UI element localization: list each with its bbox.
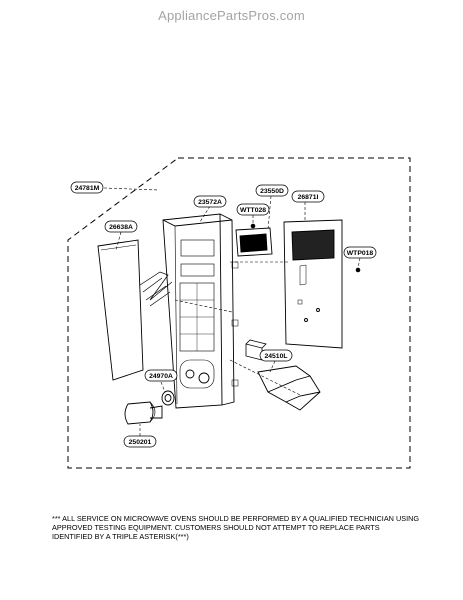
button-part[interactable]: [124, 401, 163, 425]
svg-text:250201: 250201: [129, 439, 152, 446]
callout-pcb: 26871I: [291, 190, 325, 203]
callout-knob: 24970A: [144, 369, 178, 382]
window-part[interactable]: [235, 227, 273, 257]
ribbon-cable: [139, 271, 173, 307]
lever-part[interactable]: [257, 365, 321, 411]
callout-window: 23550D: [255, 184, 289, 197]
svg-text:23550D: 23550D: [260, 188, 284, 195]
assembly-boundary: [67, 157, 411, 469]
svg-text:WTT028: WTT028: [240, 207, 266, 214]
svg-text:WTP018: WTP018: [347, 250, 374, 257]
svg-text:24970A: 24970A: [149, 373, 173, 380]
callout-assembly: 24781M: [70, 181, 104, 194]
svg-text:26871I: 26871I: [298, 194, 319, 201]
svg-text:23572A: 23572A: [198, 199, 222, 206]
screw-part[interactable]: [250, 223, 256, 229]
leader-lines: [103, 187, 361, 436]
callout-button: 250201: [123, 435, 157, 448]
callout-screw-1: WTT028: [236, 203, 270, 216]
service-warning-note: *** ALL SERVICE ON MICROWAVE OVENS SHOUL…: [52, 514, 420, 541]
callout-lever: 24510L: [259, 349, 293, 362]
svg-text:24510L: 24510L: [264, 353, 287, 360]
callout-panel: 23572A: [193, 195, 227, 208]
svg-text:24781M: 24781M: [75, 185, 100, 192]
pcb-part[interactable]: [283, 219, 343, 349]
film-sheet-part[interactable]: [97, 239, 144, 381]
knob-part[interactable]: [161, 390, 175, 406]
screw-part-2[interactable]: [355, 267, 361, 273]
callout-screw-2: WTP018: [343, 246, 377, 259]
svg-text:26638A: 26638A: [109, 224, 133, 231]
callout-film: 26638A: [104, 220, 138, 233]
site-title[interactable]: AppliancePartsPros.com: [158, 8, 305, 23]
